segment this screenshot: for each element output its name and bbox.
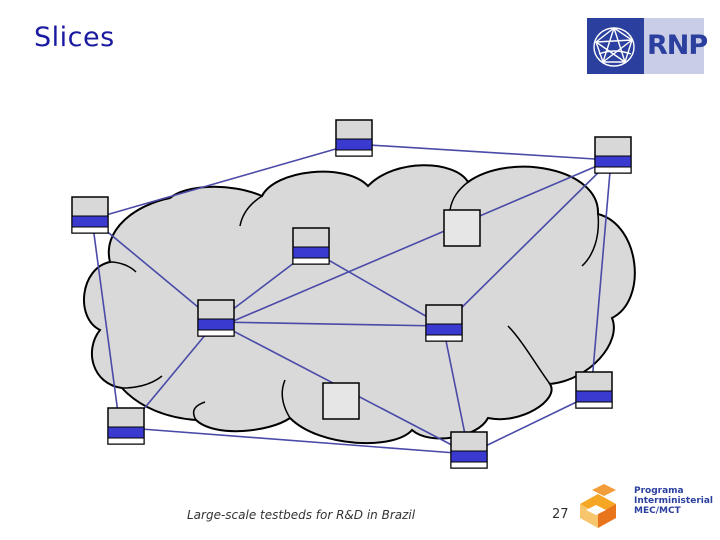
node-slice-band bbox=[575, 390, 613, 403]
node-slice-band bbox=[450, 450, 488, 463]
slice-node bbox=[425, 304, 463, 342]
page-number: 27 bbox=[552, 507, 569, 522]
link-14 bbox=[127, 427, 470, 455]
link-6 bbox=[91, 218, 121, 429]
node-base bbox=[71, 226, 109, 234]
links-layer bbox=[91, 143, 612, 455]
node-base bbox=[594, 166, 632, 174]
slice-node bbox=[107, 407, 145, 445]
link-5 bbox=[590, 159, 612, 395]
link-4 bbox=[442, 159, 612, 327]
slice-node bbox=[292, 227, 330, 265]
link-15 bbox=[468, 393, 594, 455]
node-slice-band bbox=[197, 318, 235, 331]
link-2 bbox=[352, 143, 612, 161]
programa-line-1: Programa bbox=[634, 486, 684, 496]
idle-node bbox=[322, 382, 360, 420]
node-base bbox=[335, 149, 373, 157]
nodes-layer bbox=[71, 119, 632, 469]
rnp-wordmark-panel bbox=[644, 18, 704, 74]
node-slice-band bbox=[71, 215, 109, 228]
network-cloud bbox=[83, 164, 636, 445]
slice-node bbox=[594, 136, 632, 174]
link-7 bbox=[91, 218, 217, 323]
slide-title: Slices bbox=[34, 22, 115, 53]
slice-node bbox=[450, 431, 488, 469]
node-base bbox=[425, 334, 463, 342]
slice-node bbox=[575, 371, 613, 409]
node-base bbox=[107, 437, 145, 445]
link-9 bbox=[310, 249, 444, 327]
programa-text: Programa Interministerial MEC/MCT bbox=[634, 486, 713, 516]
slice-node bbox=[197, 299, 235, 337]
node-base bbox=[292, 257, 330, 265]
node-slice-band bbox=[292, 246, 330, 259]
node-slice-band bbox=[425, 323, 463, 336]
node-base bbox=[197, 329, 235, 337]
slice-node bbox=[335, 119, 373, 157]
programa-line-2: Interministerial bbox=[634, 496, 714, 506]
node-box bbox=[322, 382, 360, 420]
node-slice-band bbox=[594, 155, 632, 168]
node-base bbox=[450, 461, 488, 469]
node-box bbox=[443, 209, 481, 247]
node-slice-band bbox=[335, 138, 373, 151]
rnp-globe-icon bbox=[587, 18, 644, 74]
node-slice-band bbox=[107, 426, 145, 439]
rnp-wordmark: RNP bbox=[647, 30, 708, 61]
idle-node bbox=[443, 209, 481, 247]
rnp-logo: RNP bbox=[587, 18, 708, 74]
programa-cube-icon bbox=[580, 484, 616, 528]
link-10 bbox=[215, 321, 444, 327]
link-1 bbox=[91, 143, 354, 220]
slice-node bbox=[71, 196, 109, 234]
node-base bbox=[575, 401, 613, 409]
programa-line-3: MEC/MCT bbox=[634, 506, 681, 516]
footer-text: Large-scale testbeds for R&D in Brazil bbox=[187, 508, 416, 522]
link-3 bbox=[230, 159, 612, 323]
programa-logo: Programa Interministerial MEC/MCT bbox=[572, 482, 717, 530]
